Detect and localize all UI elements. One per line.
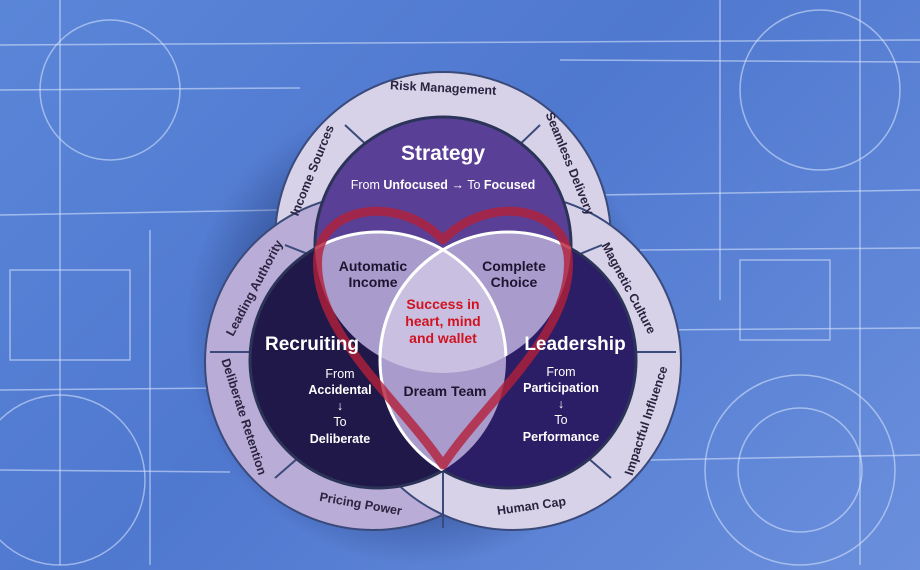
leadership-title: Leadership xyxy=(524,334,625,355)
leadership-arrow: ↓ xyxy=(558,397,564,411)
center-label-line3: and wallet xyxy=(409,330,477,346)
recruiting-from: From xyxy=(325,367,354,381)
strategy-subtitle: From Unfocused → To Focused xyxy=(351,178,536,192)
overlap-center xyxy=(380,232,506,373)
leadership-to-value: Performance xyxy=(523,430,599,444)
recruiting-arrow: ↓ xyxy=(337,399,343,413)
recruiting-title: Recruiting xyxy=(265,334,359,355)
dream-team-label: Dream Team xyxy=(403,383,486,399)
recruiting-from-value: Accidental xyxy=(308,383,371,397)
complete-choice-line1: Complete xyxy=(482,258,546,274)
leadership-from: From xyxy=(546,365,575,379)
center-label-line1: Success in xyxy=(406,296,479,312)
leadership-to: To xyxy=(554,413,567,427)
center-label-line2: heart, mind xyxy=(405,313,480,329)
automatic-income-line1: Automatic xyxy=(339,258,408,274)
leadership-from-value: Participation xyxy=(523,381,599,395)
automatic-income-line2: Income xyxy=(348,274,397,290)
heart-outline xyxy=(313,206,573,470)
recruiting-to-value: Deliberate xyxy=(310,432,370,446)
complete-choice-line2: Choice xyxy=(491,274,538,290)
ring-label-risk-management: Risk Management xyxy=(390,78,498,98)
recruiting-to: To xyxy=(333,415,346,429)
strategy-title: Strategy xyxy=(401,142,485,165)
